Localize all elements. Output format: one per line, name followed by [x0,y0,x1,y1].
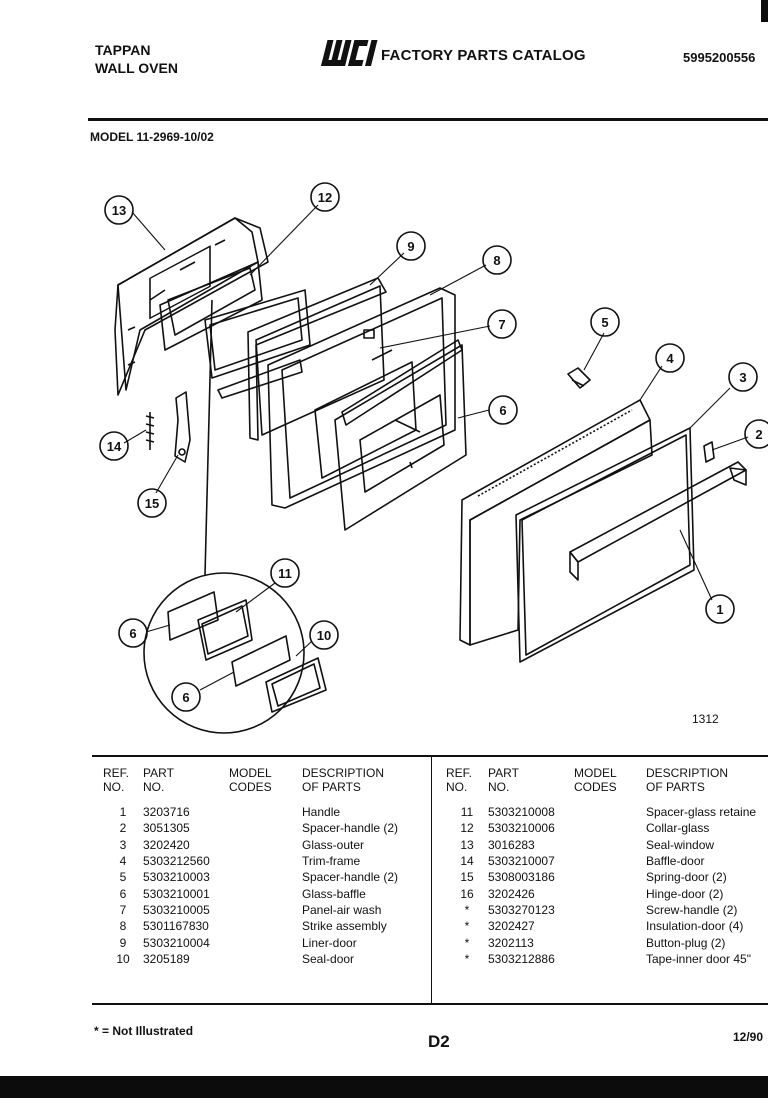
table-bottom-rule [92,1003,768,1005]
part-2-spacer-handle [703,441,715,463]
callout-circles [99,182,768,712]
callout-4 [655,343,685,373]
part-9-liner-door [267,287,456,509]
callout-15 [99,431,129,461]
svg-text:5: 5 [601,315,608,330]
scan-edge-corner [761,0,768,22]
part-15-spring-door [145,412,155,450]
callout-2 [744,419,768,449]
svg-text:6: 6 [499,403,506,418]
callout-6b [171,682,201,712]
part-5-spacer-handle [567,367,591,389]
svg-text:3: 3 [739,370,746,385]
callout-10 [396,231,426,261]
svg-text:4: 4 [666,351,674,366]
callout-9 [482,245,512,275]
catalog-number: 5995200556 [683,50,756,65]
callout-12 [270,558,300,588]
leader-lines [123,204,749,691]
callout-6a [118,618,148,648]
svg-text:6: 6 [129,626,136,641]
callout-13 [310,182,340,212]
callout-5 [590,307,620,337]
callout-14 [104,195,134,225]
wci-logo [321,40,378,66]
product-type: WALL OVEN [95,60,178,76]
svg-text:13: 13 [112,203,126,218]
svg-text:15: 15 [145,496,159,511]
part-14-baffle-door [114,217,269,396]
table-divider [431,757,432,1005]
part-16-hinge-door [174,391,191,463]
part-1-handle [569,461,747,581]
svg-text:8: 8 [493,253,500,268]
scan-edge-bottom [0,1076,768,1098]
header-rule [88,118,768,121]
svg-text:14: 14 [107,439,122,454]
svg-text:12: 12 [318,190,332,205]
part-13-seal-window [159,261,263,351]
callout-11 [309,620,339,650]
part-6-glass-baffle [204,289,311,399]
svg-text:10: 10 [317,628,331,643]
svg-text:1: 1 [716,602,723,617]
svg-text:6: 6 [182,690,189,705]
callout-7 [488,395,518,425]
svg-text:9: 9 [407,239,414,254]
callout-16 [137,488,167,518]
not-illustrated-legend: * = Not Illustrated [94,1024,194,1038]
callout-1 [705,594,735,624]
svg-text:7: 7 [498,317,505,332]
exploded-parts-diagram: 13 12 9 8 7 6 14 15 5 4 3 2 1 11 6 10 6 [99,182,768,734]
callout-3 [728,362,758,392]
page-code: D2 [428,1032,450,1051]
inset-detail [143,299,327,734]
model-label: MODEL 11-2969-10/02 [90,130,214,144]
svg-text:2: 2 [755,427,762,442]
col-ref-no: REF.NO. [103,766,130,794]
callout-8 [487,309,517,339]
part-7-panel-air-wash [334,339,467,531]
table-top-rule [92,755,768,757]
brand-name: TAPPAN [95,42,151,58]
svg-text:11: 11 [278,566,292,581]
figure-number: 1312 [692,712,719,726]
catalog-date: 12/90 [733,1030,764,1044]
part-3-glass-outer [515,427,695,663]
col-ref-no: REF.NO. [446,766,473,794]
catalog-title: FACTORY PARTS CATALOG [381,47,586,64]
